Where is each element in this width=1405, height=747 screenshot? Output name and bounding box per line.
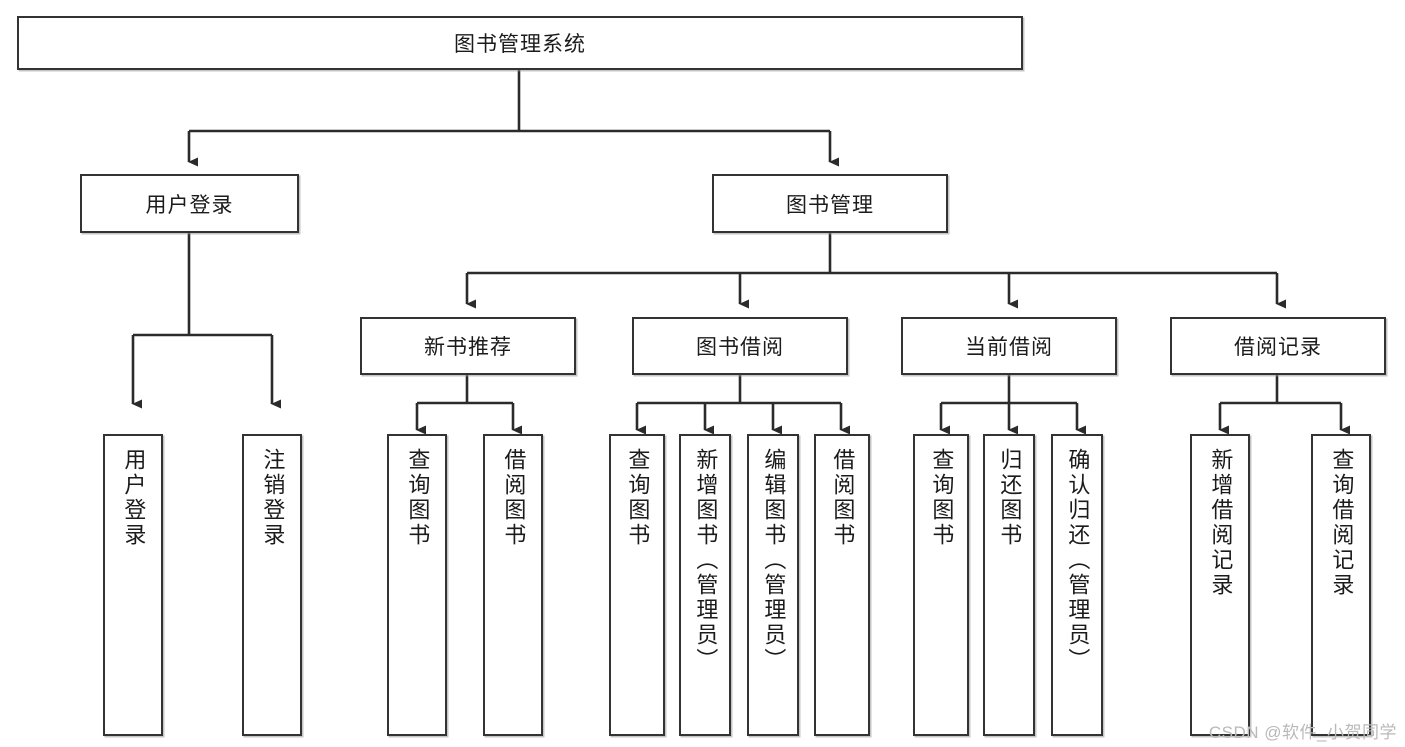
leaf-borrow-book-recommend[interactable]: 借阅图书 xyxy=(483,434,543,736)
leaf-add-borrow-record[interactable]: 新增借阅记录 xyxy=(1190,434,1250,736)
leaf-add-book-admin-label: 新增图书（管理员） xyxy=(693,448,719,673)
leaf-user-login[interactable]: 用户登录 xyxy=(103,434,163,736)
leaf-query-book-recommend[interactable]: 查询图书 xyxy=(387,434,447,736)
leaf-query-borrow-record-label: 查询借阅记录 xyxy=(1329,448,1355,598)
node-book-borrow-label: 图书借阅 xyxy=(696,336,784,359)
node-root-label: 图书管理系统 xyxy=(454,33,586,56)
node-new-book-recommend[interactable]: 新书推荐 xyxy=(360,317,576,375)
leaf-confirm-return-admin[interactable]: 确认归还（管理员） xyxy=(1051,434,1103,736)
leaf-add-book-admin[interactable]: 新增图书（管理员） xyxy=(679,434,731,736)
leaf-query-book-current-label: 查询图书 xyxy=(929,448,955,548)
watermark: CSDN @软件_小贺同学 xyxy=(1208,723,1397,742)
leaf-query-book-borrow-label: 查询图书 xyxy=(625,448,651,548)
node-current-borrow-label: 当前借阅 xyxy=(965,336,1053,359)
leaf-return-book-label: 归还图书 xyxy=(997,448,1023,548)
leaf-return-book[interactable]: 归还图书 xyxy=(983,434,1035,736)
leaf-query-book-borrow[interactable]: 查询图书 xyxy=(609,434,665,736)
node-current-borrow[interactable]: 当前借阅 xyxy=(901,317,1117,375)
leaf-logout-label: 注销登录 xyxy=(260,448,286,548)
leaf-query-book-current[interactable]: 查询图书 xyxy=(913,434,969,736)
node-user-login[interactable]: 用户登录 xyxy=(80,174,299,233)
leaf-add-borrow-record-label: 新增借阅记录 xyxy=(1208,448,1234,598)
leaf-borrow-book-borrow[interactable]: 借阅图书 xyxy=(814,434,870,736)
leaf-borrow-book-recommend-label: 借阅图书 xyxy=(501,448,527,548)
leaf-user-login-label: 用户登录 xyxy=(121,448,147,548)
leaf-borrow-book-borrow-label: 借阅图书 xyxy=(830,448,856,548)
node-user-login-label: 用户登录 xyxy=(145,193,234,217)
leaf-logout[interactable]: 注销登录 xyxy=(242,434,302,736)
leaf-query-book-recommend-label: 查询图书 xyxy=(405,448,431,548)
node-book-management[interactable]: 图书管理 xyxy=(712,174,948,233)
node-borrow-record[interactable]: 借阅记录 xyxy=(1170,317,1386,375)
leaf-edit-book-admin-label: 编辑图书（管理员） xyxy=(761,448,787,673)
node-new-book-recommend-label: 新书推荐 xyxy=(424,336,512,359)
leaf-edit-book-admin[interactable]: 编辑图书（管理员） xyxy=(747,434,799,736)
node-borrow-record-label: 借阅记录 xyxy=(1234,336,1322,359)
node-root[interactable]: 图书管理系统 xyxy=(17,16,1023,70)
leaf-query-borrow-record[interactable]: 查询借阅记录 xyxy=(1311,434,1371,736)
node-book-management-label: 图书管理 xyxy=(786,193,874,217)
node-book-borrow[interactable]: 图书借阅 xyxy=(632,317,848,375)
leaf-confirm-return-admin-label: 确认归还（管理员） xyxy=(1065,448,1091,673)
